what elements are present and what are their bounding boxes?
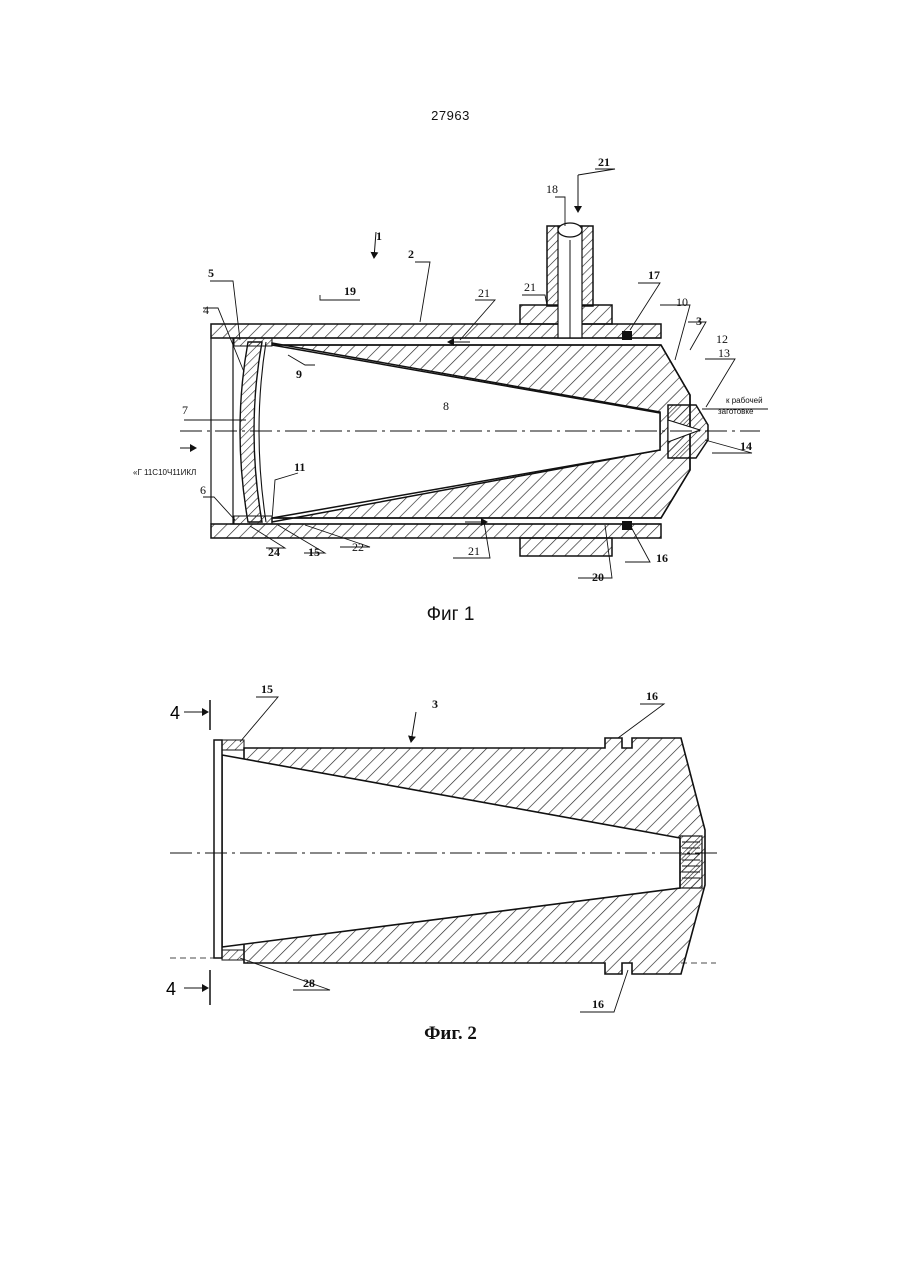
- label-7: 7: [182, 403, 188, 417]
- label-3: 3: [696, 314, 702, 328]
- label-4: 4: [203, 303, 209, 317]
- label-1: 1: [376, 229, 382, 243]
- label-17: 17: [648, 268, 660, 282]
- figure-1-drawing: 5 4 7 6 9 19 1 2 8 21 21 18 21 17 10 3 1…: [133, 155, 768, 584]
- figure-1-caption: Фиг 1: [0, 604, 901, 626]
- label-2: 2: [408, 247, 414, 261]
- figure-2-caption: Фиг. 2: [0, 1023, 901, 1045]
- label-6: 6: [200, 483, 206, 497]
- label-14: 14: [740, 439, 752, 453]
- label-10: 10: [676, 295, 688, 309]
- label-5: 5: [208, 266, 214, 280]
- label-12: 12: [716, 332, 728, 346]
- label-21-right: 21: [524, 280, 536, 294]
- label-9: 9: [296, 367, 302, 381]
- housing-bottom-wall: [211, 524, 661, 538]
- label-21-bottom: 21: [468, 544, 480, 558]
- note-left: «Г 11С10Ч11ИКЛ: [133, 468, 196, 477]
- label-21-top: 21: [598, 155, 610, 169]
- figure-2-drawing: 15 3 16 28 16 4 4: [166, 682, 720, 1012]
- bottom-boss: [520, 538, 612, 556]
- fig2-label-16-top: 16: [646, 689, 658, 703]
- fig2-section-4-top: 4: [170, 703, 180, 723]
- label-11: 11: [294, 460, 305, 474]
- label-21-mid: 21: [478, 286, 490, 300]
- label-24: 24: [268, 545, 280, 559]
- note-right-line1: к рабочей: [726, 396, 763, 405]
- label-20: 20: [592, 570, 604, 584]
- fig2-label-3: 3: [432, 697, 438, 711]
- housing-top-wall: [211, 324, 661, 338]
- note-right-line2: заготовке: [718, 407, 754, 416]
- fig2-label-15: 15: [261, 682, 273, 696]
- label-8: 8: [443, 399, 449, 413]
- fig2-label-16-bottom: 16: [592, 997, 604, 1011]
- fig2-section-4-bottom: 4: [166, 979, 176, 999]
- label-16: 16: [656, 551, 668, 565]
- fig2-label-28: 28: [303, 976, 315, 990]
- label-22: 22: [352, 540, 364, 554]
- label-13: 13: [718, 346, 730, 360]
- label-15: 15: [308, 545, 320, 559]
- label-19: 19: [344, 284, 356, 298]
- label-18: 18: [546, 182, 558, 196]
